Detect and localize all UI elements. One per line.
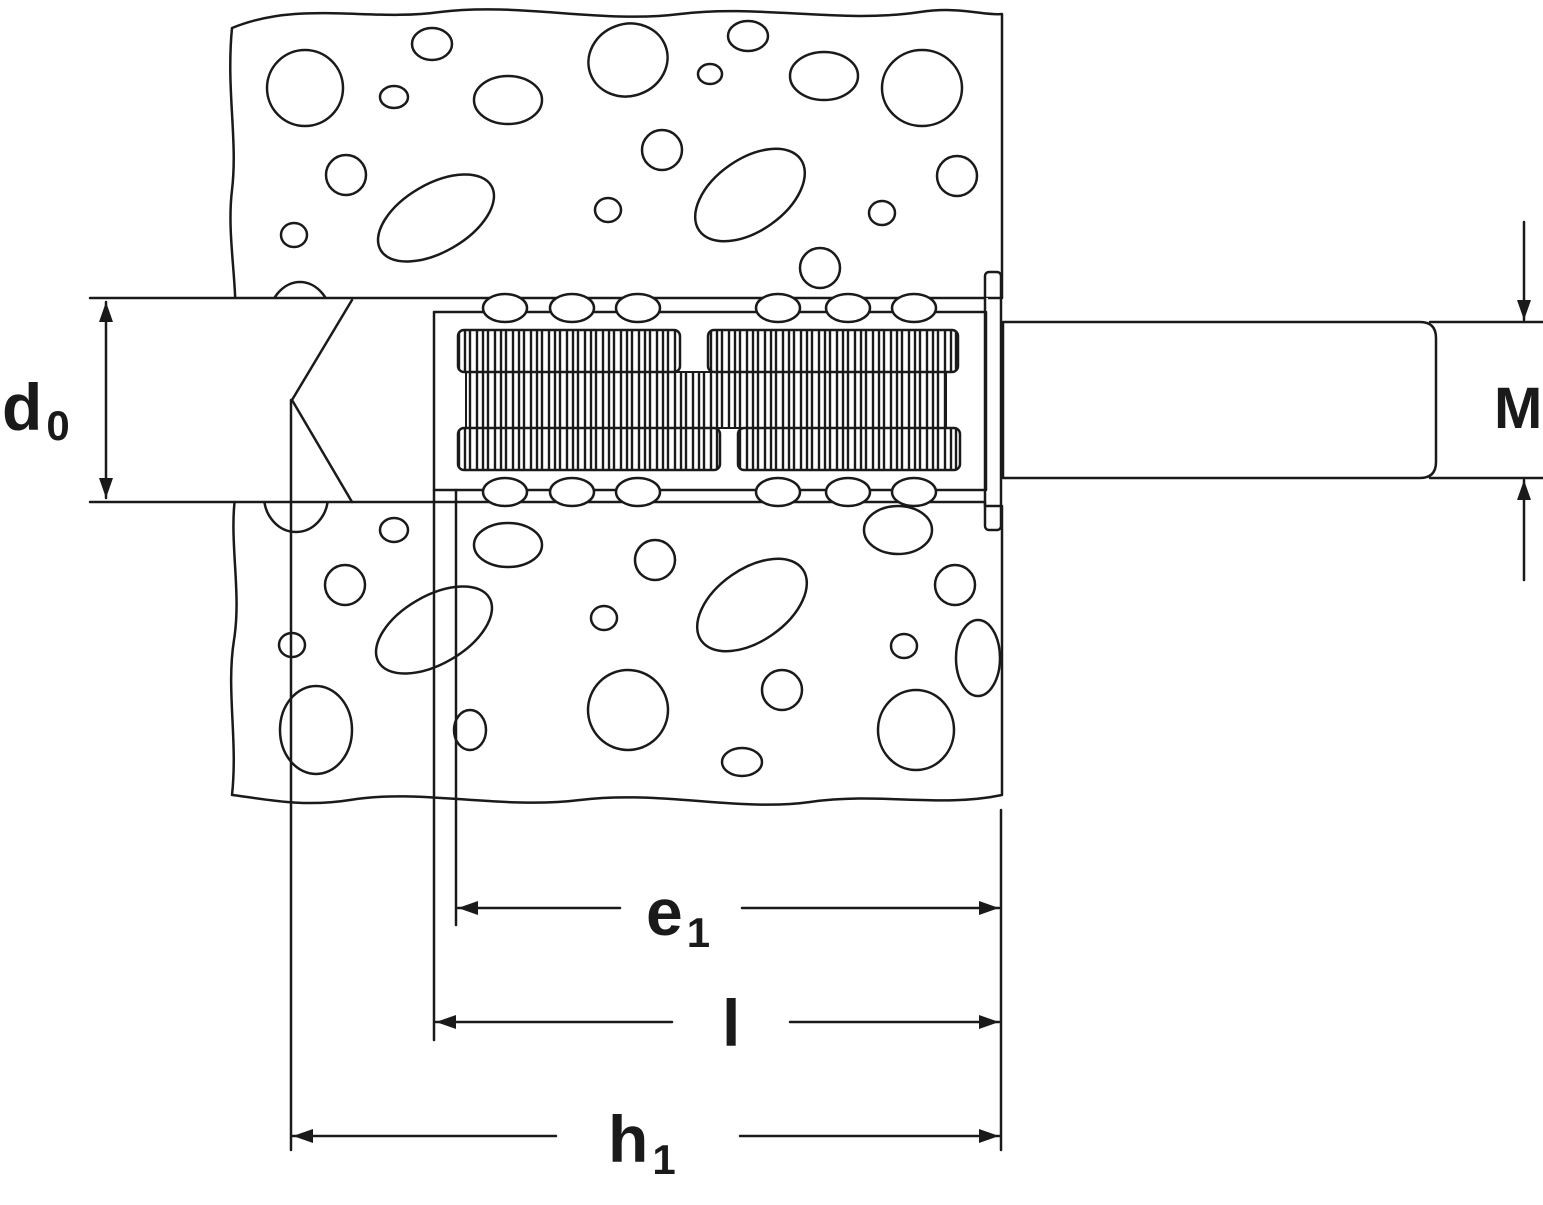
label-e1: e1	[646, 875, 710, 956]
threaded-rod	[1001, 320, 1438, 480]
label-m-main: M	[1494, 376, 1542, 441]
aggregate-stone	[378, 516, 410, 544]
aggregate-stones	[262, 19, 1002, 778]
aggregate-stone	[862, 504, 934, 556]
aggregate-stone	[589, 604, 619, 632]
aggregate-stone	[726, 19, 770, 53]
dimension-labels: d0 M e1 l h1	[2, 370, 1542, 1183]
label-h1-sub: 1	[652, 1136, 675, 1183]
aggregate-stone	[376, 173, 496, 263]
barb	[614, 292, 662, 324]
aggregate-stone	[472, 521, 544, 569]
aggregate-stone	[696, 62, 724, 86]
label-l-main: l	[722, 986, 740, 1060]
threaded-rod-outline	[1001, 320, 1438, 480]
aggregate-stone	[278, 684, 354, 776]
lower-rib-band	[736, 426, 962, 472]
aggregate-stone	[760, 668, 804, 712]
upper-rib-band	[456, 328, 682, 374]
aggregate-stone	[867, 199, 897, 227]
barb	[754, 476, 802, 508]
aggregate-stone	[323, 563, 367, 607]
aggregate-stone	[876, 688, 956, 772]
aggregate-stone	[640, 128, 684, 172]
barb	[548, 476, 596, 508]
dimension-lines	[99, 220, 1543, 1152]
aggregate-stone	[693, 147, 807, 243]
lower-rib-band	[456, 426, 722, 472]
label-d0: d0	[2, 370, 70, 449]
barb	[824, 476, 872, 508]
label-h1: h1	[608, 1102, 676, 1183]
aggregate-stone	[410, 26, 454, 62]
aggregate-stone	[788, 50, 860, 102]
label-d0-main: d	[2, 370, 42, 444]
label-d0-sub: 0	[46, 402, 69, 449]
upper-rib-band	[706, 328, 960, 374]
barb	[890, 292, 938, 324]
aggregate-stone	[954, 618, 1002, 698]
aggregate-stone	[378, 84, 410, 110]
label-l: l	[722, 986, 740, 1060]
aggregate-stone	[798, 246, 842, 290]
aggregate-stone	[586, 668, 670, 752]
aggregate-stone	[935, 154, 979, 198]
label-e1-main: e	[646, 875, 683, 949]
aggregate-stone	[880, 48, 964, 128]
barb	[890, 476, 938, 508]
aggregate-stone	[933, 563, 977, 607]
aggregate-stone	[279, 221, 309, 249]
barb	[548, 292, 596, 324]
aggregate-stone	[324, 153, 368, 197]
label-e1-sub: 1	[687, 909, 710, 956]
aggregate-stone	[695, 557, 809, 653]
aggregate-stone	[720, 746, 764, 778]
anchor-barbs	[481, 292, 938, 508]
barb	[614, 476, 662, 508]
aggregate-stone	[472, 74, 544, 126]
barb	[824, 292, 872, 324]
barb	[481, 476, 529, 508]
anchor-core	[465, 371, 947, 429]
aggregate-stone	[593, 196, 623, 224]
washer-flange	[983, 270, 1003, 532]
aggregate-stone	[889, 632, 919, 660]
aggregate-stone	[587, 22, 669, 98]
barb	[481, 292, 529, 324]
label-m: M	[1494, 376, 1542, 441]
aggregate-stone	[633, 538, 677, 582]
barb	[754, 292, 802, 324]
label-h1-main: h	[608, 1102, 648, 1176]
aggregate-stone	[265, 48, 345, 128]
aggregate-stone	[452, 708, 488, 752]
aggregate-stone	[374, 585, 494, 675]
anchor-sleeve	[432, 292, 988, 508]
